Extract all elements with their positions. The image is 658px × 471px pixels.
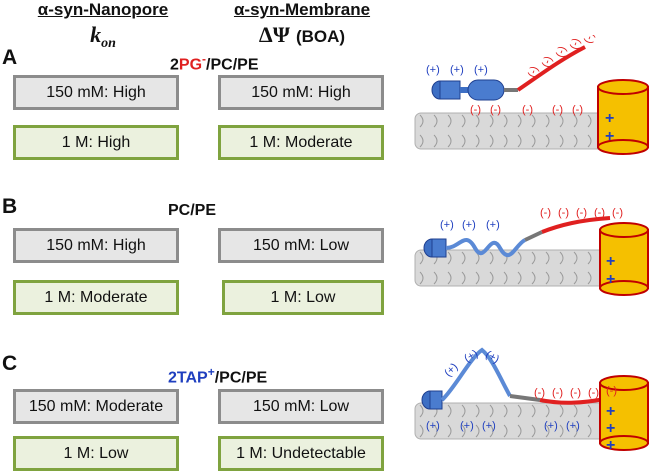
membrane-bilayer bbox=[414, 249, 636, 287]
a-membrane-150mm-box: 150 mM: High bbox=[218, 75, 384, 110]
c-nanopore-1m-box: 1 M: Low bbox=[13, 436, 179, 471]
pore bbox=[599, 222, 649, 296]
a-membrane-1m-box: 1 M: Moderate bbox=[218, 125, 384, 160]
boa-label: (BOA) bbox=[295, 27, 346, 46]
pore bbox=[597, 79, 649, 155]
pos-surface-label: (+) bbox=[544, 420, 558, 432]
c-nanopore-150mm-box: 150 mM: Moderate bbox=[13, 389, 179, 424]
protein-chain bbox=[421, 347, 541, 410]
neg-tail-label: (-) bbox=[568, 37, 583, 51]
neg-surface-label: (-) bbox=[572, 104, 583, 116]
pos-surface-label: (+) bbox=[482, 420, 496, 432]
neg-surface-label: (-) bbox=[470, 104, 481, 116]
pos-label: (+) bbox=[450, 64, 464, 76]
neg-tail-label: (-) bbox=[576, 207, 587, 219]
pore-charge: + bbox=[606, 253, 615, 270]
neg-tail-label: (-) bbox=[534, 387, 545, 399]
a-nanopore-1m-box: 1 M: High bbox=[13, 125, 179, 160]
b-nanopore-1m-box: 1 M: Moderate bbox=[13, 280, 179, 315]
neg-tail-label: (-) bbox=[588, 387, 599, 399]
section-a-title-prefix: 2 bbox=[170, 56, 179, 74]
section-c-title-suffix: /PC/PE bbox=[214, 369, 268, 387]
c-membrane-1m-box: 1 M: Undetectable bbox=[218, 436, 384, 471]
membrane-bilayer bbox=[414, 402, 636, 440]
neg-tail-label: (-) bbox=[540, 207, 551, 219]
section-b-title-suffix: PC/PE bbox=[168, 202, 217, 219]
pg-charge: - bbox=[202, 52, 207, 66]
tap-charge: + bbox=[207, 365, 215, 379]
pos-label: (+) bbox=[462, 348, 480, 365]
a-nanopore-150mm-box: 150 mM: High bbox=[13, 75, 179, 110]
pore-charge: + bbox=[606, 403, 615, 420]
delta-psi-label: ΔΨ (BOA) bbox=[212, 22, 392, 48]
acidic-tail bbox=[541, 216, 611, 234]
neg-surface-label: (-) bbox=[552, 104, 563, 116]
pore-charge: + bbox=[606, 271, 615, 288]
section-b-letter: B bbox=[2, 195, 18, 218]
neg-tail-label: (-) bbox=[552, 387, 563, 399]
section-a-letter: A bbox=[2, 46, 18, 69]
pore-charge: + bbox=[606, 420, 615, 437]
right-column-header: α-syn-Membrane ΔΨ (BOA) bbox=[212, 0, 392, 48]
protein-helix bbox=[431, 79, 518, 101]
section-c-letter: C bbox=[2, 352, 18, 375]
protein-chain bbox=[423, 230, 543, 258]
kon-symbol: k bbox=[90, 22, 102, 47]
b-membrane-1m-box: 1 M: Low bbox=[222, 280, 384, 315]
pos-label: (+) bbox=[462, 219, 476, 231]
neg-tail-label: (-) bbox=[558, 207, 569, 219]
neg-surface-label: (-) bbox=[490, 104, 501, 116]
section-c-title-prefix: 2 bbox=[168, 369, 177, 387]
pore-charge: + bbox=[606, 437, 615, 454]
diagram-c: (+) (+) (+) (+) (+) (+) (+) (+) (-) (-) … bbox=[414, 347, 649, 454]
pore-charge: + bbox=[605, 128, 614, 145]
neg-tail-label: (-) bbox=[582, 35, 597, 45]
neg-surface-label: (-) bbox=[522, 104, 533, 116]
pos-label: (+) bbox=[486, 219, 500, 231]
diagram-a: (+) (+) (+) (-) (-) (-) (-) (-) (-) (-) … bbox=[414, 35, 649, 155]
section-a-title-suffix: /PC/PE bbox=[206, 56, 259, 74]
pos-surface-label: (+) bbox=[426, 420, 440, 432]
pos-label: (+) bbox=[474, 64, 488, 76]
section-b-title: PC/PE bbox=[168, 202, 216, 220]
kon-label: kon bbox=[18, 22, 188, 52]
neg-tail-label: (-) bbox=[606, 385, 617, 397]
acidic-tail bbox=[516, 45, 586, 92]
pore bbox=[599, 375, 649, 451]
neg-tail-label: (-) bbox=[594, 207, 605, 219]
kon-subscript: on bbox=[101, 36, 116, 52]
membrane-header-title: α-syn-Membrane bbox=[233, 0, 371, 19]
neg-tail-label: (-) bbox=[570, 387, 581, 399]
pos-label: (+) bbox=[426, 64, 440, 76]
b-membrane-150mm-box: 150 mM: Low bbox=[218, 228, 384, 263]
neg-tail-label: (-) bbox=[526, 65, 541, 79]
pos-surface-label: (+) bbox=[566, 420, 580, 432]
nanopore-header-title: α-syn-Nanopore bbox=[37, 0, 169, 19]
pos-label: (+) bbox=[442, 361, 460, 379]
pore-charge: + bbox=[605, 110, 614, 127]
pos-label: (+) bbox=[483, 349, 501, 366]
neg-tail-label: (-) bbox=[612, 207, 623, 219]
b-nanopore-150mm-box: 150 mM: High bbox=[13, 228, 179, 263]
pos-label: (+) bbox=[440, 219, 454, 231]
section-c-title: 2TAP+/PC/PE bbox=[168, 365, 267, 387]
section-a-title: 2PG-/PC/PE bbox=[170, 52, 259, 74]
neg-tail-label: (-) bbox=[540, 55, 555, 69]
diagram-b: (+) (+) (+) (-) (-) (-) (-) (-) + + bbox=[414, 207, 649, 296]
left-column-header: α-syn-Nanopore kon bbox=[18, 0, 188, 52]
pos-surface-label: (+) bbox=[460, 420, 474, 432]
tap-label: TAP bbox=[176, 369, 208, 387]
membrane-bilayer bbox=[414, 112, 636, 150]
pg-label: PG bbox=[178, 56, 203, 74]
delta-psi-symbol: ΔΨ bbox=[258, 22, 290, 47]
neg-tail-label: (-) bbox=[554, 45, 569, 59]
c-membrane-150mm-box: 150 mM: Low bbox=[218, 389, 384, 424]
